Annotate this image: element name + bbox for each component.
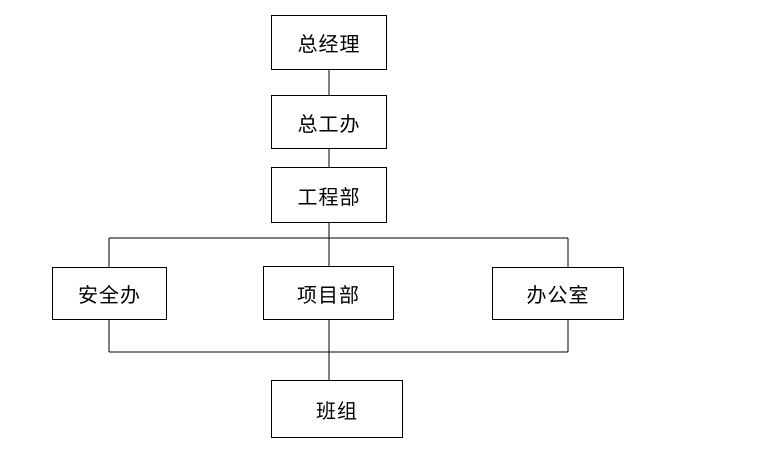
node-project-dept: 项目部: [263, 266, 394, 320]
node-label: 安全办: [78, 283, 141, 307]
node-label: 项目部: [297, 282, 360, 307]
node-label: 总工办: [297, 111, 361, 136]
node-admin-office: 办公室: [492, 267, 624, 320]
node-engineering-dept: 工程部: [271, 167, 387, 223]
node-team: 班组: [271, 380, 403, 438]
node-label: 工程部: [297, 184, 361, 209]
node-safety-office: 安全办: [52, 267, 167, 320]
node-chief-engineer-office: 总工办: [271, 95, 387, 149]
node-label: 总经理: [297, 32, 361, 56]
node-label: 班组: [316, 398, 358, 423]
node-label: 办公室: [526, 283, 590, 307]
node-general-manager: 总经理: [271, 15, 387, 70]
